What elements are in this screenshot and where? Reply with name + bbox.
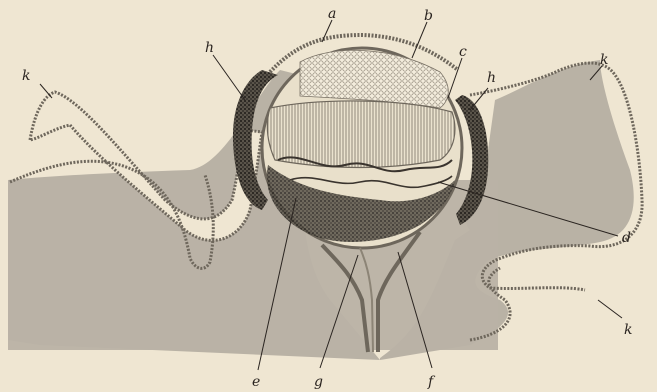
label-b: b [424,8,433,24]
label-e: e [252,374,260,390]
label-h-left: h [205,40,214,56]
label-g: g [314,374,323,390]
label-k-top-left: k [22,68,30,84]
label-k-bottom-right: k [624,322,632,338]
label-h-right: h [487,70,496,86]
label-d: d [622,230,631,246]
label-c-top: c [459,44,467,60]
label-f: f [427,374,436,390]
label-k-top-right: k [600,52,608,68]
label-a: a [328,6,336,22]
